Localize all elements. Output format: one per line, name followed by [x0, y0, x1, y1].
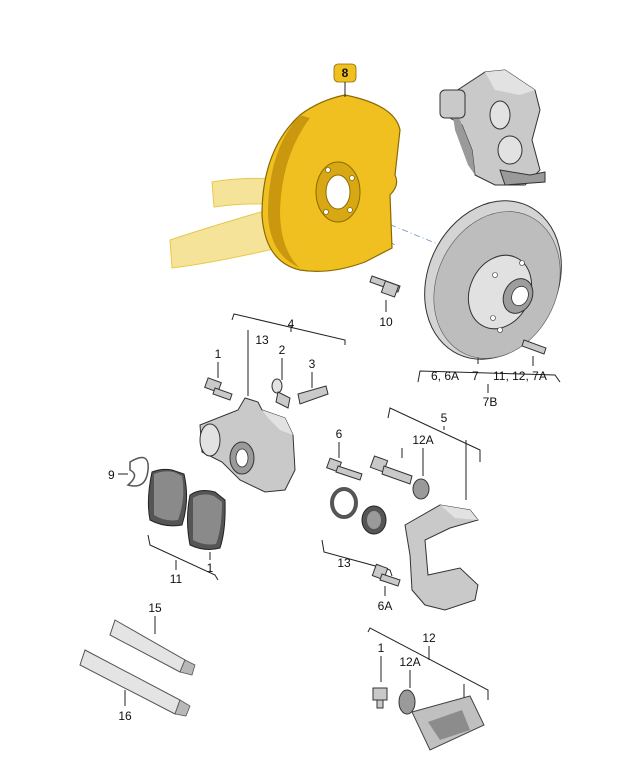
label-7B: 7B: [483, 395, 498, 409]
label-1a: 1: [215, 347, 222, 361]
label-1c: 1: [378, 641, 385, 655]
brake-disc: [424, 200, 562, 360]
pads-group: 9 11 1: [108, 456, 226, 586]
bracket-group-7B: 6, 6A 7 11, 12, 7A 7B: [417, 358, 561, 409]
label-12A-b: 12A: [399, 655, 420, 669]
label-5: 5: [441, 411, 448, 425]
grease-tubes: 15 16: [79, 601, 196, 723]
label-6-6A: 6, 6A: [431, 369, 459, 383]
label-13a: 13: [255, 333, 269, 347]
repair-kit-group: 12 1 12A: [367, 627, 489, 751]
bolt-10: 10: [369, 275, 401, 329]
label-3: 3: [309, 357, 316, 371]
carrier-group: 5 6 12A 13 6A: [321, 407, 481, 613]
label-11: 11: [170, 572, 183, 586]
label-4: 4: [288, 317, 295, 331]
label-8-badge: 8: [333, 63, 357, 97]
label-8: 8: [342, 66, 349, 80]
label-2: 2: [279, 343, 286, 357]
label-15: 15: [148, 601, 162, 615]
label-12: 12: [422, 631, 436, 645]
label-1b: 1: [207, 561, 214, 575]
label-11-12-7A: 11, 12, 7A: [493, 369, 547, 383]
caliper-top-right: [439, 69, 546, 186]
brake-backing-plate: [261, 94, 401, 272]
label-12A-a: 12A: [412, 433, 433, 447]
label-7: 7: [472, 369, 479, 383]
label-10: 10: [379, 315, 393, 329]
caliper-left-group: 4 13 1 2 3: [199, 313, 346, 493]
label-13b: 13: [337, 556, 351, 570]
label-6A: 6A: [378, 599, 393, 613]
label-16: 16: [118, 709, 132, 723]
label-9: 9: [108, 468, 115, 482]
disc-screw: [521, 339, 547, 366]
label-6: 6: [336, 427, 343, 441]
